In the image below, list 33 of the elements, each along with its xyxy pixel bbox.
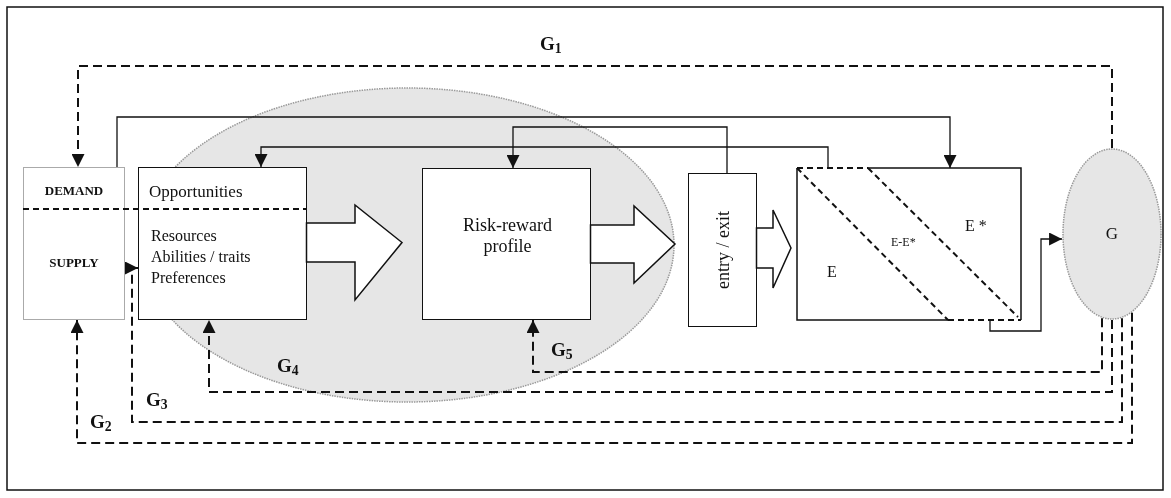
arrow [254,146,829,169]
node-label: Opportunities [149,182,243,202]
edge-label: G$_{5}$ [551,340,573,363]
arrow [71,65,1113,168]
process-box [688,173,757,327]
region-box [797,168,1021,320]
section-label: DEMAND [43,184,105,199]
arrow [989,232,1063,332]
block-arrow [305,203,404,303]
list-item: Abilities / traits [151,248,251,267]
list-item: Resources [151,227,217,246]
node-label: entry / exit [712,211,733,289]
arrow [116,116,957,169]
region-label: E [827,263,837,282]
arrow [70,311,1133,444]
arrow [125,261,1123,423]
edge-label: G$_{2}$ [90,412,112,435]
node-label: Risk-reward profile [462,215,553,257]
process-box [422,168,591,320]
region-label: E * [965,217,987,236]
node-label: G [1104,224,1120,244]
arrow [202,319,1113,393]
list-item: Preferences [151,269,226,288]
arrow [526,317,1103,373]
attribute-box [138,167,307,320]
outcome-ellipse [1062,148,1162,320]
market-box [23,167,125,320]
edge-label: G$_{3}$ [146,390,168,413]
edge-label: G$_{4}$ [277,356,299,379]
region-label: E-E* [891,236,916,250]
section-label: SUPPLY [48,256,100,271]
arrow [506,126,728,174]
edge-label: G$_{1}$ [540,34,562,57]
